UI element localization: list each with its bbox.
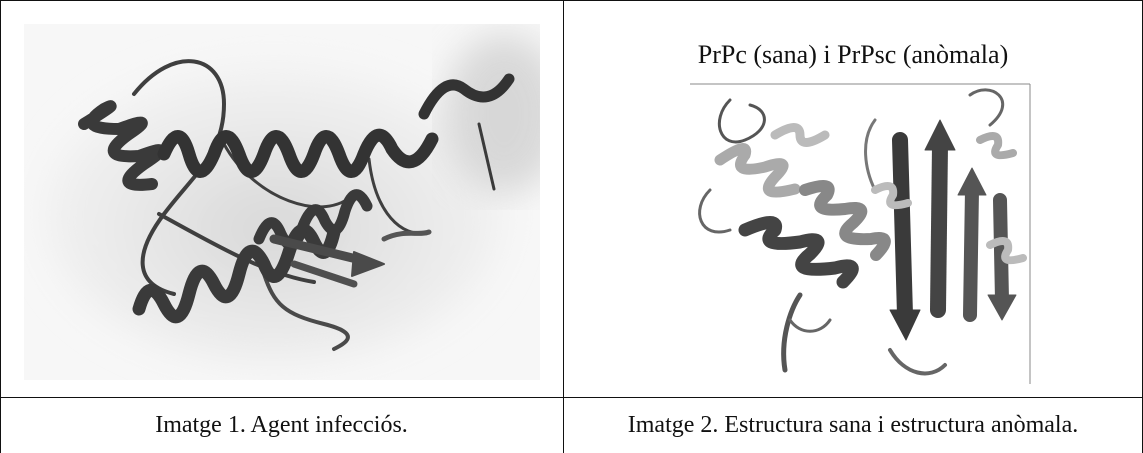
prion-protein-ribbon-image xyxy=(24,24,540,380)
table-row-divider xyxy=(0,397,1143,398)
prion-structures-image xyxy=(690,80,1040,384)
figure-2-title: PrPc (sana) i PrPsc (anòmala) xyxy=(564,40,1142,70)
table-left-border xyxy=(0,0,1,453)
figure-1-caption: Imatge 1. Agent infecciós. xyxy=(0,412,563,439)
table-top-border xyxy=(0,0,1143,1)
figure-2-caption: Imatge 2. Estructura sana i estructura a… xyxy=(564,412,1142,439)
